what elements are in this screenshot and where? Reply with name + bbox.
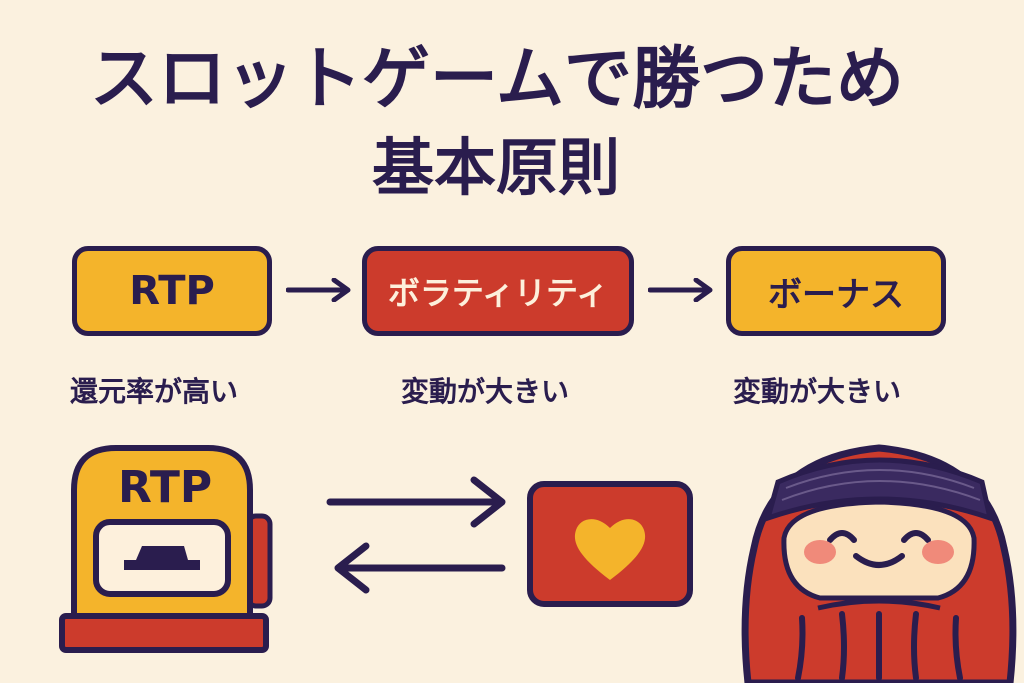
bonus-box: ボーナス bbox=[726, 246, 946, 336]
rtp-box: RTP bbox=[72, 246, 272, 336]
volatility-caption: 変動が大きい bbox=[401, 375, 570, 408]
bonus-caption: 変動が大きい bbox=[733, 375, 902, 408]
daruma-icon bbox=[741, 444, 1017, 683]
arrow-right-icon bbox=[286, 278, 351, 302]
machine-rtp-label: RTP bbox=[118, 462, 213, 513]
volatility-box: ボラティリティ bbox=[362, 246, 634, 336]
page-title-line1: スロットゲームで勝つため bbox=[90, 40, 904, 119]
exchange-arrows-icon bbox=[326, 476, 506, 594]
heart-card-icon bbox=[527, 481, 693, 607]
page-title-line2: 基本原則 bbox=[372, 131, 621, 204]
rtp-caption: 還元率が高い bbox=[70, 375, 239, 408]
arrow-right-icon bbox=[648, 278, 713, 302]
slot-machine-icon bbox=[59, 445, 273, 653]
